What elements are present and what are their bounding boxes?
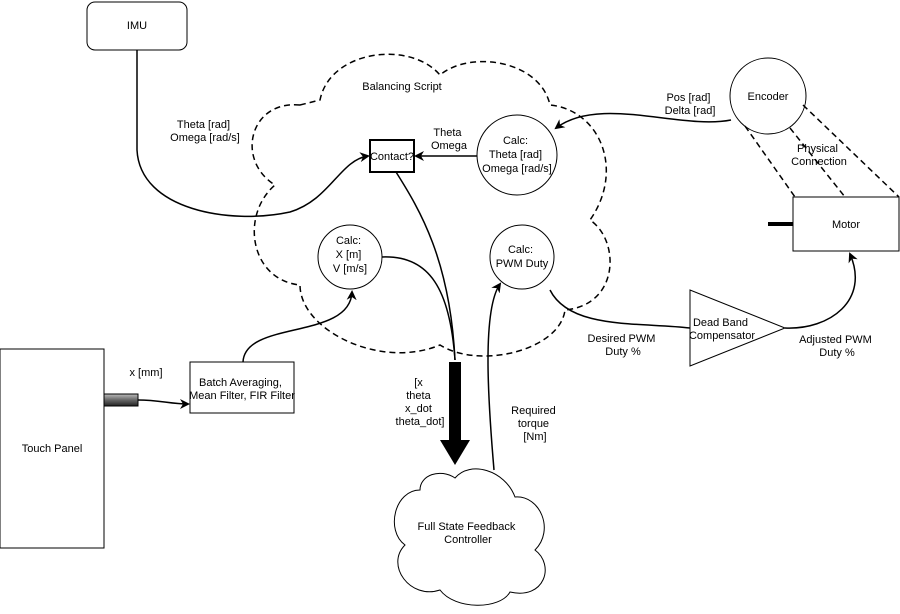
- dead-band-label: Dead Band Compensator: [689, 317, 755, 342]
- desired-pwm-label: Desired PWM Duty %: [588, 333, 659, 358]
- pwm-to-deadband-line: [549, 289, 691, 329]
- dead-band-compensator: [689, 289, 787, 367]
- imu-label: IMU: [127, 20, 147, 32]
- calc-x-label: Calc: X [m] V [m/s]: [333, 235, 367, 275]
- touch-panel-box: [0, 348, 105, 549]
- encoder-output-label: Pos [rad] Delta [rad]: [665, 92, 716, 117]
- torque-label: Required torque [Nm]: [511, 405, 559, 443]
- encoder-to-calc-arrow: [554, 112, 732, 130]
- contact-label: Contact?: [370, 151, 414, 163]
- physical-connection-label: Physical Connection: [791, 143, 847, 168]
- contact-to-state-line: [395, 171, 456, 361]
- deadband-to-motor-arrow: [784, 252, 858, 329]
- calc-x-to-state-line: [381, 256, 456, 361]
- batch-filter-box: [189, 361, 295, 414]
- imu-to-contact-arrow: [136, 50, 370, 218]
- motor-label: Motor: [832, 219, 860, 231]
- calc-theta-circle: [476, 114, 558, 196]
- touch-panel-label: Touch Panel: [22, 443, 83, 455]
- touch-panel-connector: [103, 393, 139, 407]
- calc-pwm-circle: [489, 224, 555, 290]
- encoder-circle: [729, 57, 807, 135]
- controller-label: Full State Feedback Controller: [418, 521, 519, 546]
- balancing-script-label: Balancing Script: [362, 81, 442, 93]
- state-vector-arrow: [449, 362, 461, 442]
- x-mm-label: x [mm]: [130, 367, 163, 379]
- calc-theta-label: Calc: Theta [rad] Omega [rad/s]: [482, 135, 552, 175]
- touch-to-batch-arrow: [137, 398, 190, 409]
- motor-box: [792, 196, 900, 252]
- imu-output-label: Theta [rad] Omega [rad/s]: [170, 119, 240, 144]
- contact-box: [369, 139, 415, 173]
- physical-connection-lines: [744, 104, 900, 198]
- state-vector-label: [x theta x_dot theta_dot]: [396, 377, 445, 428]
- encoder-label: Encoder: [748, 91, 789, 103]
- batch-filter-label: Batch Averaging, Mean Filter, FIR Filter: [189, 377, 295, 402]
- adjusted-pwm-label: Adjusted PWM Duty %: [799, 334, 875, 359]
- batch-to-calc-x-arrow: [242, 290, 357, 363]
- balancing-script-cloud: [251, 53, 611, 357]
- calc-pwm-label: Calc: PWM Duty: [496, 244, 549, 270]
- theta-omega-label: Theta Omega: [431, 127, 468, 152]
- controller-cloud: [393, 468, 546, 606]
- torque-arrow: [487, 282, 502, 471]
- state-vector-arrowhead: [440, 440, 470, 465]
